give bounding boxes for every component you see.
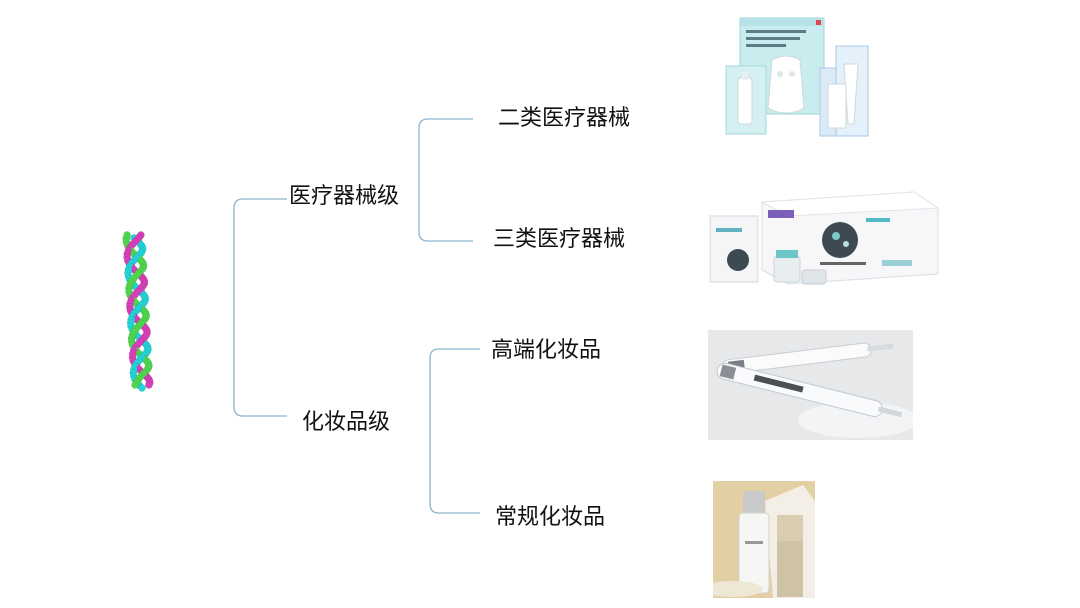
root-bracket <box>233 198 287 417</box>
leaf-regular-cosmetics: 常规化妆品 <box>495 505 606 530</box>
prefilled-syringes-photo <box>708 330 913 440</box>
medical-device-mask-box-photo <box>724 16 870 138</box>
cosmetic-bracket <box>429 348 480 514</box>
injectable-vial-kit-photo <box>708 188 942 286</box>
medical-bracket <box>418 118 473 242</box>
leaf-high-end-cosmetics: 高端化妆品 <box>491 338 602 363</box>
leaf-class-ii-medical-device: 二类医疗器械 <box>498 106 631 131</box>
branch-medical-device-grade: 医疗器械级 <box>289 184 400 209</box>
skincare-bottle-photo <box>713 481 815 598</box>
collagen-molecule-icon <box>122 231 154 392</box>
branch-cosmetic-grade: 化妆品级 <box>302 410 391 435</box>
leaf-class-iii-medical-device: 三类医疗器械 <box>493 227 626 252</box>
